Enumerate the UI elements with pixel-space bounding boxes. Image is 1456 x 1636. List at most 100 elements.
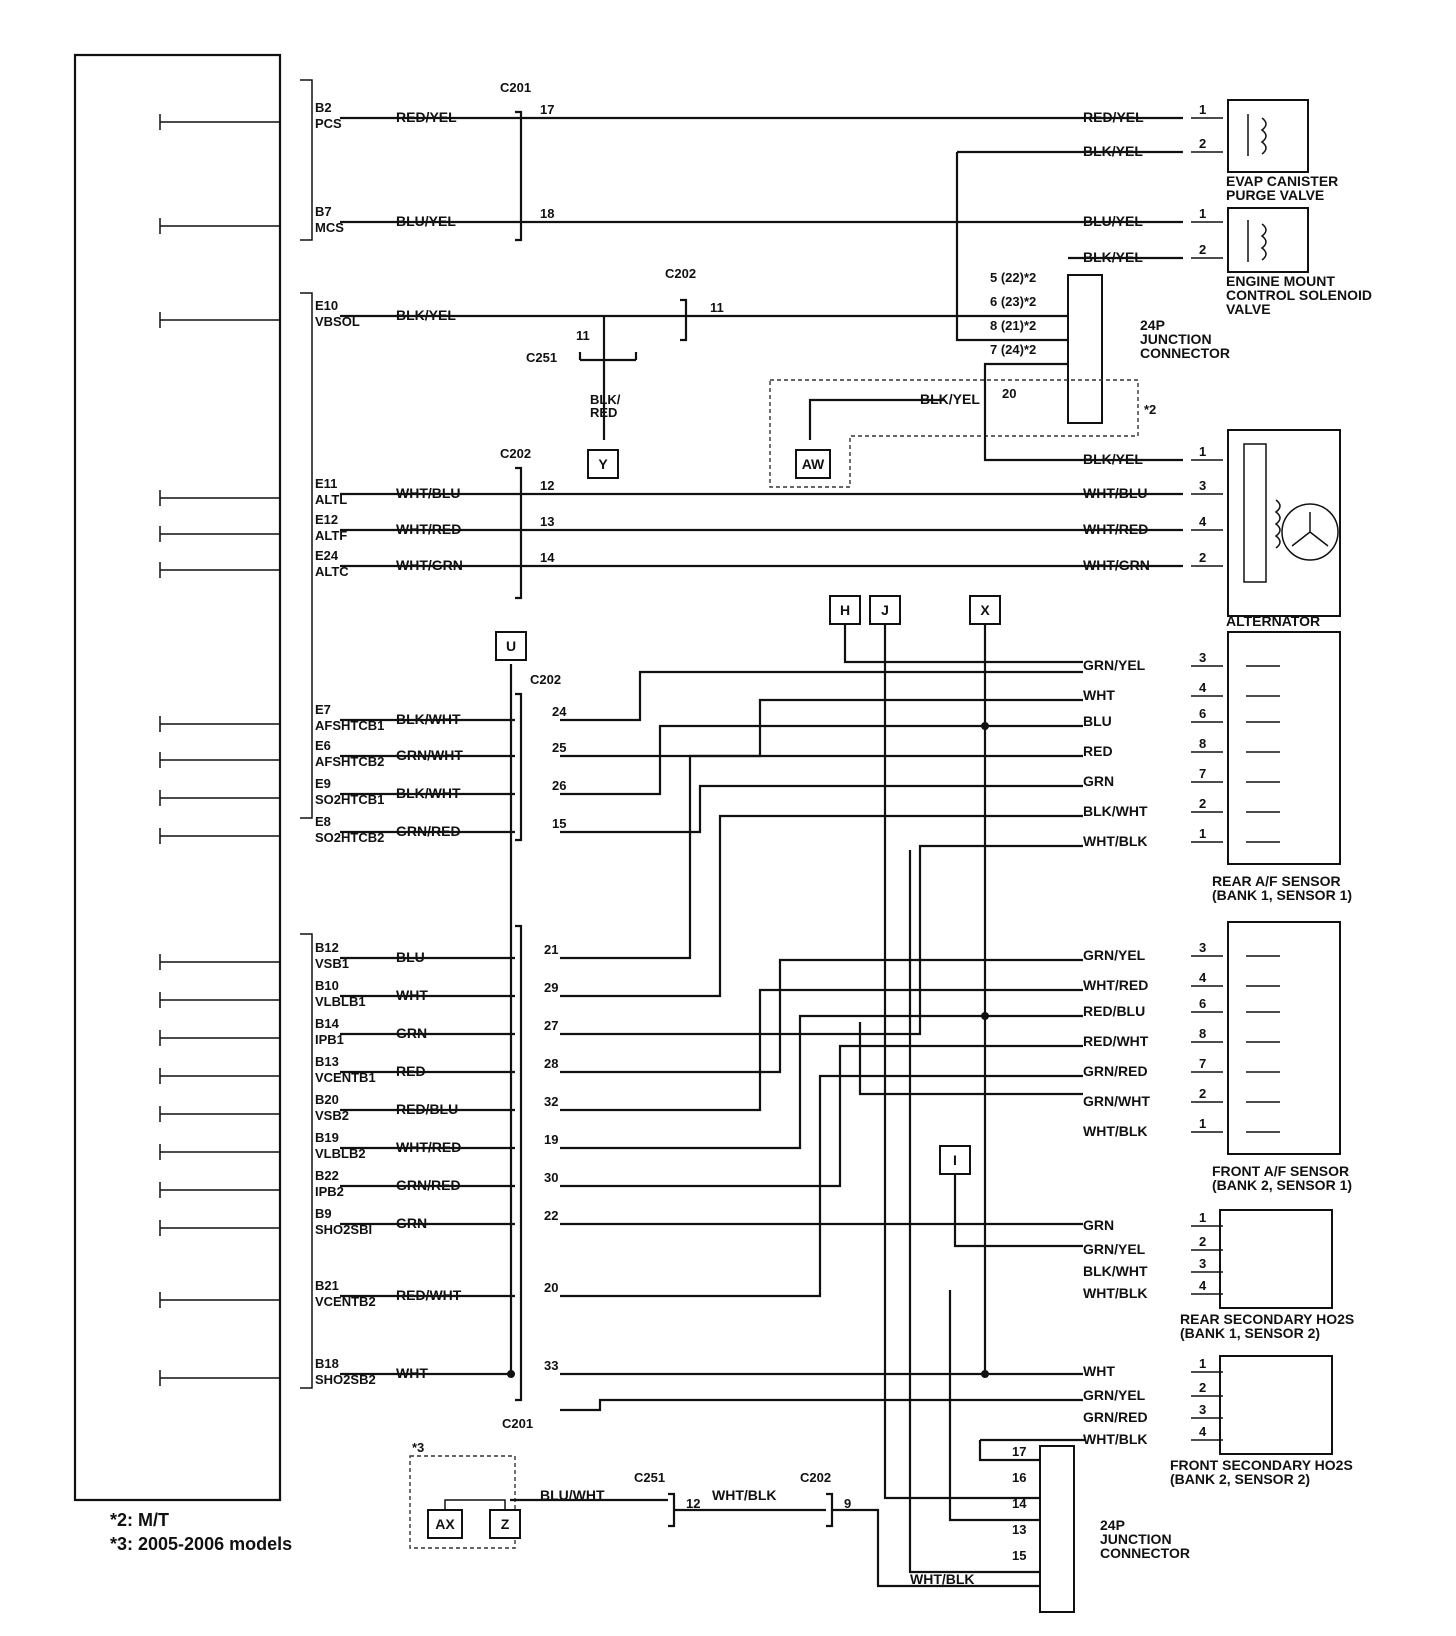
- jc-bot-pin: 17: [1012, 1444, 1026, 1459]
- jc-bot-pin: 15: [1012, 1548, 1026, 1563]
- c251-b-pin: 12: [686, 1496, 700, 1511]
- pcm-pin-B14: B14: [315, 1016, 340, 1031]
- front_af-title: FRONT A/F SENSOR: [1212, 1163, 1349, 1179]
- c202-b-pin: 13: [540, 514, 554, 529]
- pcm-pin-E8: E8: [315, 814, 331, 829]
- pcm-wire-E11: WHT/BLU: [396, 485, 461, 501]
- pcm-pin-name-E6: AFSHTCB2: [315, 754, 384, 769]
- rear_ho2s-wire: GRN: [1083, 1217, 1114, 1233]
- front_ho2s-title: FRONT SECONDARY HO2S: [1170, 1457, 1353, 1473]
- rear_af-wire: BLU: [1083, 713, 1112, 729]
- pcm-pin-B2: B2: [315, 100, 332, 115]
- pcm-pin-B18: B18: [315, 1356, 339, 1371]
- front_af-wire: RED/WHT: [1083, 1033, 1149, 1049]
- c201-bot-pin: 21: [544, 942, 558, 957]
- harness: [832, 1508, 1040, 1588]
- pcm-pin-name-E11: ALTL: [315, 492, 347, 507]
- rear_af-pin: 7: [1199, 766, 1206, 781]
- c201-bot-pin: 30: [544, 1170, 558, 1185]
- c202-d-pin: 9: [844, 1496, 851, 1511]
- ref-j-wire: [883, 624, 1040, 1500]
- ref-h-wire: [843, 624, 1083, 664]
- ref-i-label: I: [953, 1152, 957, 1168]
- front_af-title: (BANK 2, SENSOR 1): [1212, 1177, 1352, 1193]
- pcm-body: [73, 53, 282, 1502]
- evap-title: EVAP CANISTER: [1226, 173, 1338, 189]
- blk-red-label: BLK/: [590, 392, 621, 407]
- blk-yel-label: BLK/YEL: [920, 391, 980, 407]
- front_ho2s-pin: 3: [1199, 1402, 1206, 1417]
- rear_af-pin: 6: [1199, 706, 1206, 721]
- rear_af-wire: WHT/BLK: [1083, 833, 1148, 849]
- pcm-pin-E12: E12: [315, 512, 338, 527]
- ref-x: [969, 595, 1001, 625]
- harness: [560, 844, 1083, 1036]
- front_af-wire: GRN/YEL: [1083, 947, 1146, 963]
- harness: [560, 814, 1083, 998]
- rear_af-title: (BANK 1, SENSOR 1): [1212, 887, 1352, 903]
- rear_af-wire: BLK/WHT: [1083, 803, 1148, 819]
- pcm-pin-B9: B9: [315, 1206, 332, 1221]
- pcm-pin-B7: B7: [315, 204, 332, 219]
- harness: [908, 850, 1040, 1574]
- jc-top-title: CONNECTOR: [1140, 345, 1230, 361]
- pcm-wire-B2: RED/YEL: [396, 109, 457, 125]
- alt-pin: 4: [1199, 514, 1207, 529]
- ref-z-label: Z: [501, 1516, 510, 1532]
- c251-a-name: C251: [526, 350, 557, 365]
- mount-title: ENGINE MOUNT: [1226, 273, 1335, 289]
- rear_af-pin: 4: [1199, 680, 1207, 695]
- mount-title: VALVE: [1226, 301, 1271, 317]
- rear_ho2s-pin: 1: [1199, 1210, 1206, 1225]
- junction-connector-top: [1067, 274, 1103, 424]
- pcm-wire-E24: WHT/GRN: [396, 557, 463, 573]
- evap-wire: RED/YEL: [1083, 109, 1144, 125]
- ref-i-wire: [953, 1174, 1083, 1248]
- c251-a-pin: 11: [576, 328, 590, 343]
- pcm-pin-name-B9: SHO2SBI: [315, 1222, 372, 1237]
- pcm-pin-B10: B10: [315, 978, 339, 993]
- evap-wire: BLK/YEL: [1083, 143, 1143, 159]
- front_af-pin: 3: [1199, 940, 1206, 955]
- pcm-pin-name-B2: PCS: [315, 116, 342, 131]
- c202-b-pin: 12: [540, 478, 554, 493]
- front_ho2s-wire: GRN/YEL: [1083, 1387, 1146, 1403]
- front_ho2s-wire: WHT/BLK: [1083, 1431, 1148, 1447]
- c251-b-name: C251: [634, 1470, 665, 1485]
- alt-pin: 2: [1199, 550, 1206, 565]
- pcm-pin-B12: B12: [315, 940, 339, 955]
- pcm-pin-B21: B21: [315, 1278, 339, 1293]
- jc-top-pin: 7 (24)*2: [990, 342, 1036, 357]
- harness: [560, 754, 1083, 960]
- ref-i: [939, 1145, 971, 1175]
- c201-top-name: C201: [500, 80, 531, 95]
- c202-c-pin: 25: [552, 740, 566, 755]
- pcm-pin-name-B21: VCENTB2: [315, 1294, 376, 1309]
- pcm-pin-name-E8: SO2HTCB2: [315, 830, 384, 845]
- jc-top-title: 24P: [1140, 317, 1165, 333]
- ref-j-label: J: [881, 602, 889, 618]
- ref-u: [495, 631, 527, 661]
- harness: [560, 670, 1083, 722]
- rear_af-wire: GRN/YEL: [1083, 657, 1146, 673]
- pcm-wire-B7: BLU/YEL: [396, 213, 456, 229]
- c202-a-pin: 11: [710, 300, 724, 315]
- c202-c-name: C202: [530, 672, 561, 687]
- jc-top-pin: 6 (23)*2: [990, 294, 1036, 309]
- pcm-pin-name-E10: VBSOL: [315, 314, 360, 329]
- c201-bot-pin: 32: [544, 1094, 558, 1109]
- splice-dot: [981, 722, 989, 730]
- rear_af-title: REAR A/F SENSOR: [1212, 873, 1341, 889]
- jc-bot-title: CONNECTOR: [1100, 1545, 1190, 1561]
- jc-bot-pin: 16: [1012, 1470, 1026, 1485]
- front_ho2s-wire: GRN/RED: [1083, 1409, 1148, 1425]
- front_af-wire: GRN/WHT: [1083, 1093, 1150, 1109]
- pcm-pin-B13: B13: [315, 1054, 339, 1069]
- splice-dot: [981, 1012, 989, 1020]
- pcm-pin-E11: E11: [315, 476, 337, 491]
- pcm-pin-name-B20: VSB2: [315, 1108, 349, 1123]
- jc-bot-title: JUNCTION: [1100, 1531, 1172, 1547]
- ref-h-label: H: [840, 602, 850, 618]
- star3-label: *3: [412, 1440, 424, 1455]
- jc-bot-title: 24P: [1100, 1517, 1125, 1533]
